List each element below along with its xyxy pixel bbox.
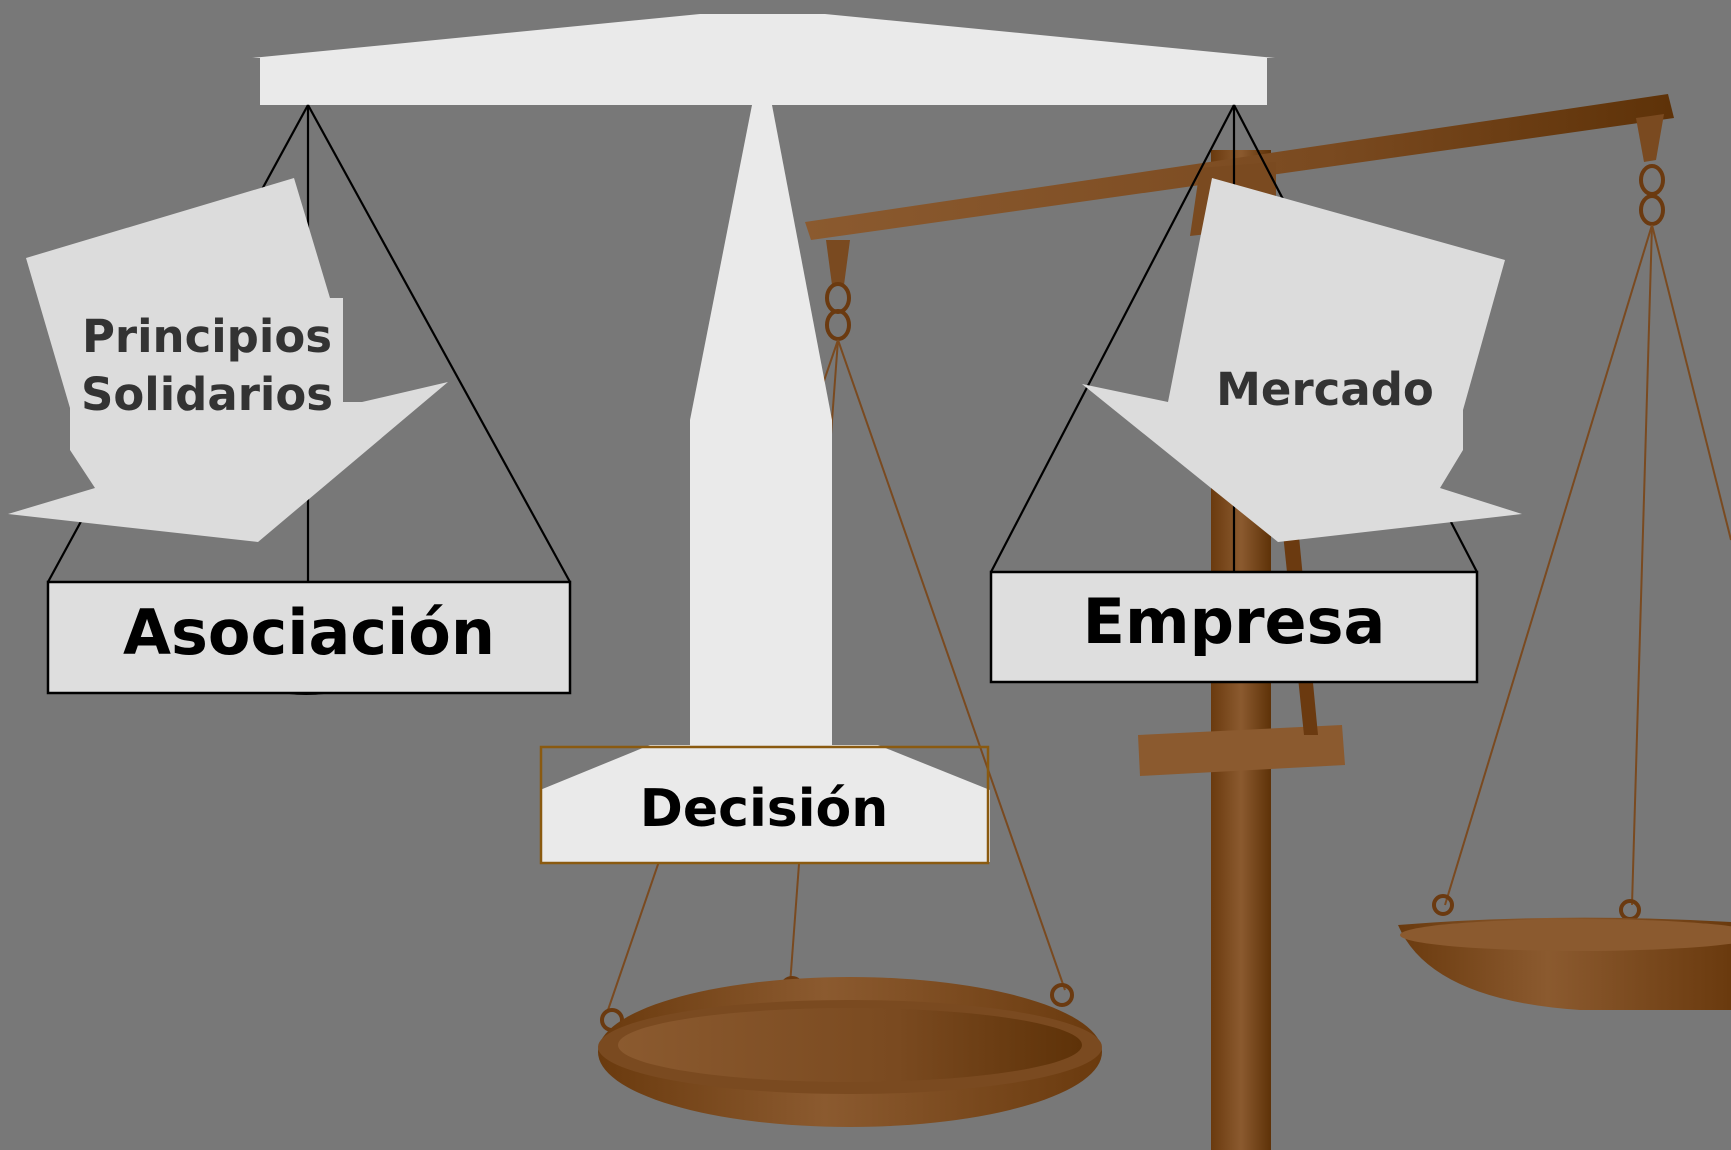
mercado-arrow: Mercado (1082, 178, 1522, 542)
white-beam (252, 14, 1275, 105)
principios-solidarios-arrow: Principios Solidarios (8, 178, 448, 542)
decision-box: Decisión (539, 745, 990, 865)
wooden-scale-foot (1138, 725, 1345, 776)
arrow-label-left-line2: Solidarios (81, 368, 333, 421)
asociacion-label: Asociación (123, 596, 495, 669)
pan-hooks-right (1432, 894, 1641, 921)
decision-box-border (539, 745, 990, 865)
arrow-shape-left (8, 178, 448, 542)
empresa-box-rect (989, 570, 1479, 684)
arrow-shape-right (1082, 178, 1522, 542)
empresa-box: Empresa (989, 570, 1479, 684)
white-pillar (690, 105, 832, 745)
scale-pan-left-inner (618, 1008, 1082, 1082)
arrow-label-left-line1: Principios (82, 310, 332, 363)
asociacion-box-rect (46, 580, 572, 695)
chain-link-right (1639, 164, 1665, 226)
decision-label: Decisión (640, 779, 889, 839)
empresa-label: Empresa (1083, 585, 1386, 658)
pan-cords-right (1444, 224, 1731, 906)
asociacion-box: Asociación (46, 580, 572, 695)
hanger-right (1636, 114, 1664, 162)
arrow-label-right: Mercado (1216, 363, 1434, 416)
chain-link-left (825, 282, 851, 341)
scale-pan-right-rim (1400, 919, 1731, 951)
hanger-left (826, 240, 850, 285)
decision-base-shape (540, 745, 990, 862)
